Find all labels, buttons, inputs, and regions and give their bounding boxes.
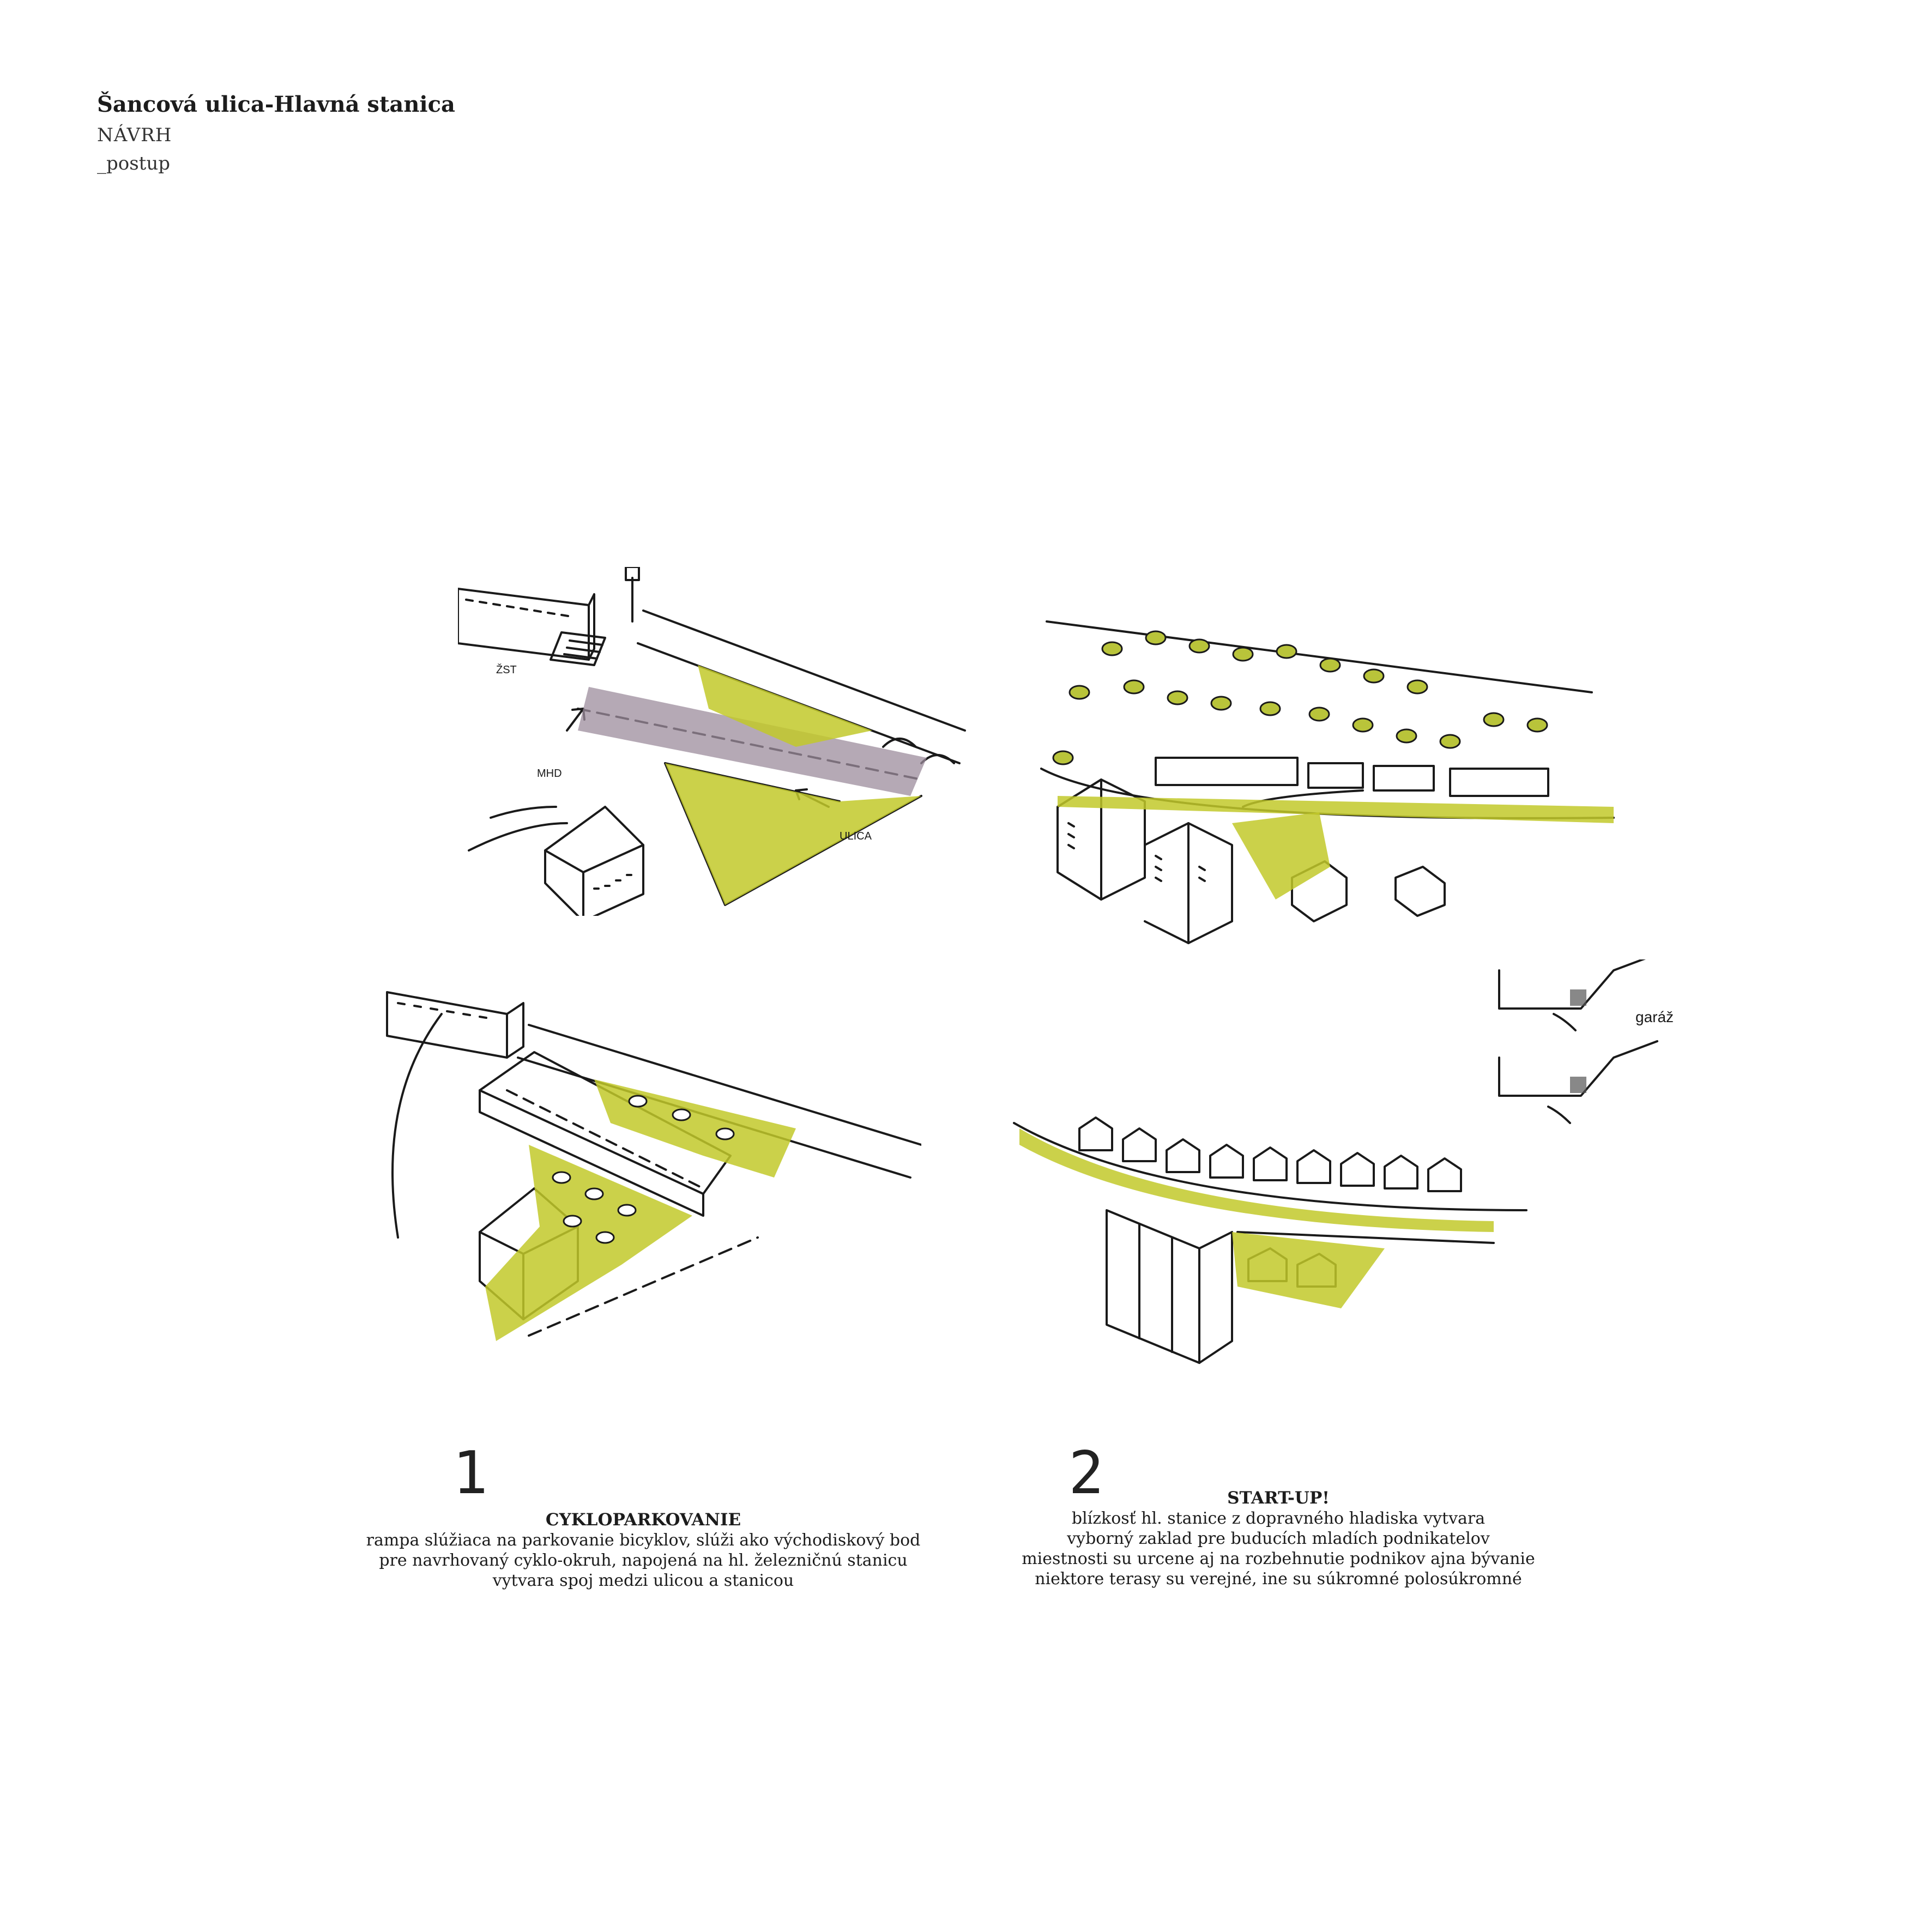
label-ulica: ULICA [840,830,872,842]
section-2-line: blízkosť hl. stanice z dopravného hladis… [1071,1509,1486,1528]
section-2-line: niektore terasy su verejné, ine su súkro… [1035,1569,1522,1589]
sketch-site-plan-2 [1040,620,1615,944]
section-2-caption: START-UP! blízkosť hl. stanice z dopravn… [970,1488,1586,1589]
sketch-site-plan-4 [1013,1116,1528,1364]
label-garaz: garáž [1635,1009,1674,1025]
label-mhd: MHD [537,768,562,780]
sketch-site-plan-3 [386,991,921,1341]
label-zst: ŽST [496,663,517,676]
section-2-line: miestnosti su urcene aj na rozbehnutie p… [1022,1549,1535,1568]
sketch-site-plan-1: ŽST MHD ULICA [458,567,966,916]
section-2-line: vyborný zaklad pre buducích mladích podn… [1067,1529,1490,1548]
section-1-line: pre navrhovaný cyklo-okruh, napojená na … [379,1551,908,1570]
section-2-heading: START-UP! [1227,1488,1330,1508]
section-1-line: vytvara spoj medzi ulicou a stanicou [492,1571,794,1590]
section-1-number: 1 [452,1439,488,1507]
page-title: Šancová ulica-Hlavná stanica [97,92,455,117]
sketch-garage-sections: garáž [1498,959,1674,1124]
section-2-number: 2 [1068,1439,1104,1507]
section-1-line: rampa slúžiaca na parkovanie bicyklov, s… [366,1531,921,1550]
section-1-heading: CYKLOPARKOVANIE [545,1510,741,1530]
section-1-caption: CYKLOPARKOVANIE rampa slúžiaca na parkov… [305,1510,981,1591]
page-subtitle: NÁVRH [97,124,172,146]
page-step-label: _postup [97,153,171,174]
